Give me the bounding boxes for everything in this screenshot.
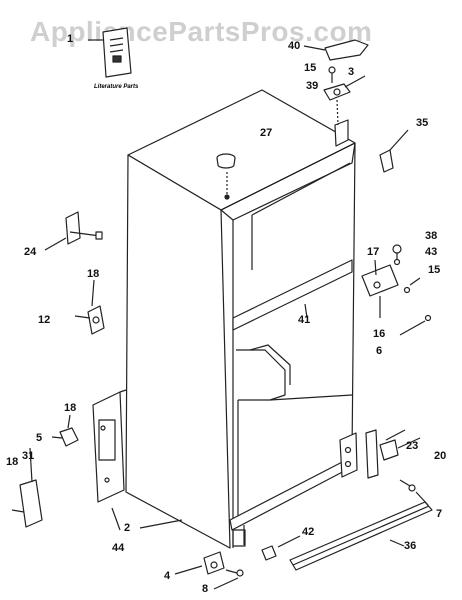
top-hinge [323, 75, 366, 126]
part-label-6: 6 [376, 345, 383, 357]
part-label-31: 31 [22, 450, 35, 462]
top-screw [328, 66, 336, 83]
part-label-15-top: 15 [304, 62, 317, 74]
part-label-18-b: 18 [64, 402, 77, 414]
center-hinge [361, 244, 432, 336]
bracket-31 [11, 479, 43, 528]
part-label-39: 39 [306, 80, 319, 92]
part-label-17: 17 [367, 246, 380, 258]
part-label-42: 42 [302, 526, 315, 538]
part-label-16: 16 [373, 328, 386, 340]
part-label-7: 7 [436, 508, 443, 520]
side-plate-44 [92, 389, 127, 531]
part-label-18-c: 18 [6, 456, 19, 468]
part-label-8: 8 [202, 583, 209, 595]
part-label-44: 44 [112, 542, 125, 554]
lower-right-hinge [365, 429, 429, 506]
part-label-3: 3 [348, 66, 355, 78]
watermark: AppliancePartsPros.com [30, 16, 373, 47]
hinge-cover [303, 39, 369, 61]
clip-42 [261, 535, 301, 561]
part-label-15-right: 15 [428, 264, 441, 276]
top-plug [216, 153, 236, 200]
part-label-35: 35 [416, 117, 429, 129]
literature-booklet [88, 27, 132, 78]
part-label-5: 5 [36, 432, 43, 444]
part-label-18-a: 18 [87, 268, 100, 280]
part-label-20: 20 [434, 450, 447, 462]
part-label-38: 38 [425, 230, 438, 242]
left-bracket-12 [74, 279, 105, 335]
part-label-43: 43 [425, 246, 438, 258]
left-bracket-24 [44, 211, 103, 251]
toe-grille [289, 501, 433, 571]
part-label-41: 41 [298, 314, 311, 326]
part-label-12: 12 [38, 314, 51, 326]
part-label-36: 36 [404, 540, 417, 552]
part-label-1: 1 [67, 33, 74, 45]
part-label-27: 27 [260, 127, 273, 139]
part-label-4: 4 [164, 570, 171, 582]
part-label-40: 40 [288, 40, 301, 52]
literature-caption: Literature Parts [94, 84, 139, 90]
part-label-2: 2 [124, 522, 131, 534]
part-label-23: 23 [406, 440, 419, 452]
leveling-leg [174, 551, 244, 590]
refrigerator-cabinet [125, 89, 358, 549]
hinge-pin [379, 129, 409, 173]
lower-left-hinge [51, 414, 79, 447]
part-label-24: 24 [24, 246, 37, 258]
